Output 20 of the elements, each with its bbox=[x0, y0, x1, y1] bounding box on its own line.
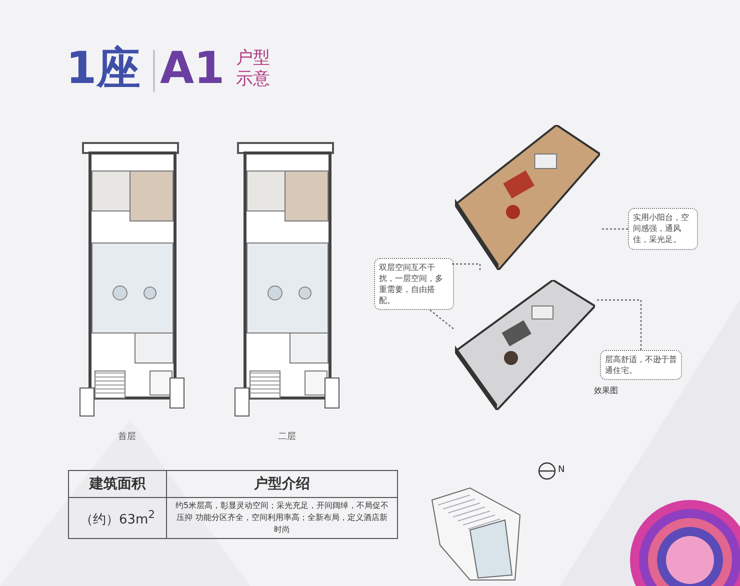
compass-letter: N bbox=[558, 465, 565, 475]
table-header: 户型介绍 bbox=[166, 470, 398, 498]
table-cell: 约5米层高，彰显灵动空间；采光充足，开间阔绰，不局促不压抑 功能分区齐全，空间利用率高；全新布局，定义酒店新时尚 bbox=[166, 498, 398, 538]
floor-label: 首层 bbox=[118, 430, 136, 443]
callout-box: 双层空间互不干扰，一层空间，多重需要，自由搭配。 bbox=[374, 258, 454, 310]
leader-line bbox=[430, 310, 456, 330]
rendering-picture bbox=[455, 280, 595, 410]
title: 1座 bbox=[66, 44, 141, 94]
leader-line bbox=[452, 263, 481, 270]
table-header: 建筑面积 bbox=[68, 470, 166, 498]
callout-box: 层高舒适，不逊于普通住宅。 bbox=[600, 350, 682, 380]
heading: A1 bbox=[160, 44, 225, 94]
leader-line bbox=[595, 299, 642, 350]
table-cell: （约）63m$^{2}$ bbox=[68, 498, 166, 538]
heading: 户型示意 bbox=[236, 48, 271, 90]
floor-label: 二层 bbox=[278, 431, 296, 443]
leader-line bbox=[600, 228, 628, 230]
caption: 效果图 bbox=[594, 385, 618, 396]
rendering-picture bbox=[455, 125, 600, 270]
callout-box: 实用小阳台，空间感强，通风佳，采光足。 bbox=[628, 208, 698, 250]
